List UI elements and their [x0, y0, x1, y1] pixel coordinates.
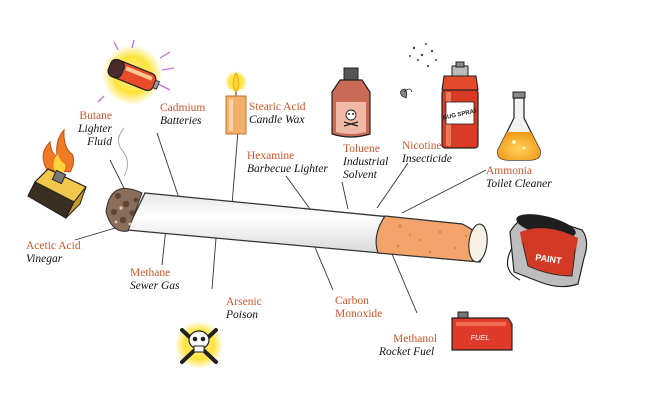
leader-lines: [74, 130, 487, 314]
skull-crossbones-icon: [175, 321, 223, 369]
bug-spray-icon: BUG SPRAY: [400, 43, 479, 149]
common-use: Fluid: [87, 136, 112, 148]
cigarette-icon: [105, 127, 488, 263]
battery-icon: [97, 39, 175, 105]
chemical-name: Hexamine: [247, 150, 295, 162]
common-use: Candle Wax: [249, 114, 305, 126]
common-use: Solvent: [343, 169, 377, 181]
chemical-name: Stearic Acid: [249, 101, 306, 113]
common-use: Batteries: [160, 115, 202, 127]
common-use: Sewer Gas: [130, 280, 180, 292]
chemical-label-stearic-acid: Stearic Acid Candle Wax: [249, 101, 306, 127]
fuel-label: FUEL: [470, 333, 489, 342]
common-use: Insecticide: [402, 153, 452, 165]
candle-icon: [225, 71, 247, 135]
paint-can-icon: PAINT: [506, 214, 588, 288]
chemical-name: Cadmium: [160, 102, 206, 114]
common-use: Lighter: [78, 123, 112, 135]
common-use: Barbecue Lighter: [247, 163, 328, 175]
chemical-label-ammonia: Ammonia Toilet Cleaner: [486, 165, 552, 191]
chemical-label-butane: Butane Lighter Fluid: [58, 110, 112, 149]
common-use: Toilet Cleaner: [486, 178, 552, 190]
chemical-name-line-2: Monoxide: [335, 308, 383, 320]
chemical-label-methane: Methane Sewer Gas: [130, 267, 180, 293]
chemical-name: Arsenic: [226, 296, 262, 308]
chemical-label-hexamine: Hexamine Barbecue Lighter: [247, 150, 328, 176]
solvent-bottle-icon: [331, 67, 371, 138]
chemical-name: Toluene: [343, 143, 380, 155]
chemical-label-carbon-monoxide: Carbon Monoxide: [335, 295, 382, 321]
paint-label: PAINT: [535, 252, 563, 266]
lighter-icon: [27, 128, 87, 219]
chemical-name: Methane: [130, 267, 171, 279]
chemical-label-arsenic: Arsenic Poison: [226, 296, 262, 322]
chemical-label-toluene: Toluene Industrial Solvent: [343, 143, 388, 182]
common-use: Vinegar: [26, 253, 63, 265]
chemical-name: Acetic Acid: [26, 240, 81, 252]
chemical-label-cadmium: Cadmium Batteries: [160, 102, 205, 128]
chemical-name: Carbon: [335, 295, 369, 307]
chemical-name: Ammonia: [486, 165, 532, 177]
chemical-name: Nicotine: [402, 140, 442, 152]
chemical-label-methanol: Methanol Rocket Fuel: [379, 333, 437, 359]
chemical-label-acetic-acid: Acetic Acid Vinegar: [26, 240, 81, 266]
common-use: Industrial: [343, 156, 389, 168]
chemical-label-nicotine: Nicotine Insecticide: [402, 140, 452, 166]
common-use: Rocket Fuel: [379, 346, 435, 358]
chemical-name: Butane: [79, 110, 112, 122]
common-use: Poison: [226, 309, 258, 321]
fuel-can-icon: FUEL: [451, 311, 513, 351]
flask-icon: [497, 91, 541, 161]
chemical-name: Methanol: [393, 333, 438, 345]
